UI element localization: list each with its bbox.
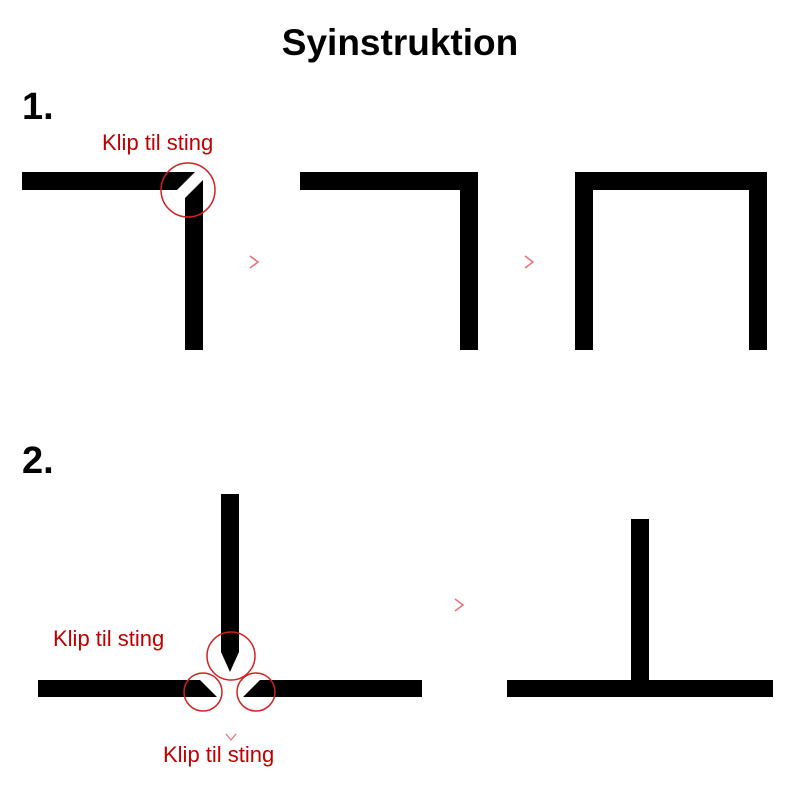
step-1-cut-label: Klip til sting <box>102 130 214 155</box>
step-2-t-junction-cut <box>38 494 422 697</box>
step-2-cut-label-lower: Klip til sting <box>163 742 275 767</box>
step-1-number: 1. <box>22 86 54 128</box>
step-1-arrow-1 <box>249 255 260 269</box>
step-1-arrow-2 <box>524 255 535 269</box>
step-1-result <box>575 172 767 350</box>
step-1-cut-circle <box>160 162 216 218</box>
step-1-corner-sewn <box>300 172 478 350</box>
step-2-arrow <box>454 598 465 612</box>
step-2-cut-circle-left <box>183 672 223 712</box>
step-1-corner-cut <box>22 172 203 350</box>
step-2-down-marker <box>225 733 237 741</box>
step-2-cut-label-upper: Klip til sting <box>53 626 165 651</box>
step-2-result <box>507 519 773 697</box>
step-2-number: 2. <box>22 440 54 482</box>
page-title: Syinstruktion <box>281 22 519 63</box>
step-2-cut-circle-top <box>206 631 256 681</box>
step-2-cut-circle-right <box>236 672 276 712</box>
